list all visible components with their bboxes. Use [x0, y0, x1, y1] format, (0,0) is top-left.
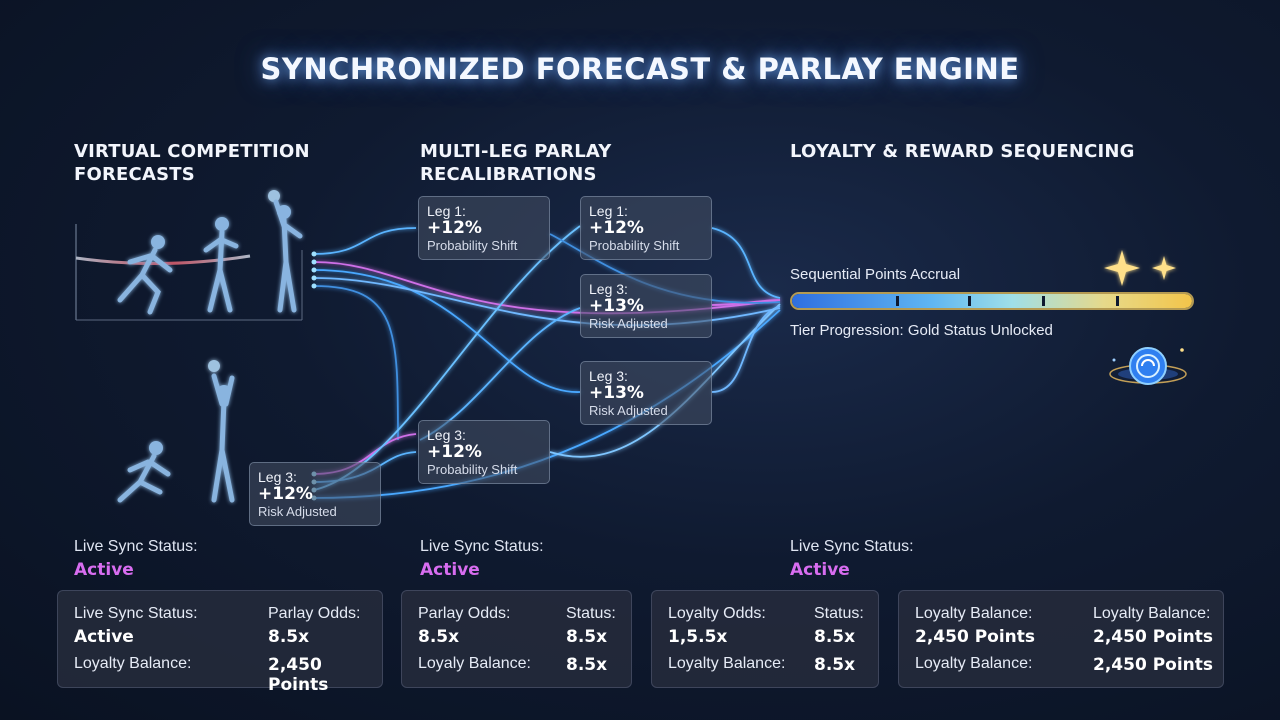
tier-progress-fill — [792, 294, 1192, 308]
leg-value: +12% — [427, 218, 482, 238]
leg-card[interactable]: Leg 3: +13% Risk Adjusted — [580, 361, 712, 425]
panel-value: 2,450 Points — [1093, 655, 1214, 675]
panel-key: Status: — [814, 605, 864, 622]
panel-value: 2,450 Points — [915, 627, 1036, 647]
section-title-line: RECALIBRATIONS — [420, 164, 597, 185]
leg-label: Leg 1: — [589, 203, 628, 219]
live-sync-status: Live Sync Status: Active — [74, 538, 198, 580]
leg-label: Leg 3: — [589, 281, 628, 297]
leg-card[interactable]: Leg 1: +12% Probability Shift — [418, 196, 550, 260]
leg-card[interactable]: Leg 3: +13% Risk Adjusted — [580, 274, 712, 338]
progress-segment-divider — [1116, 296, 1119, 306]
summary-panel: Loyalty Balance: 2,450 Points Loyalty Ba… — [898, 590, 1224, 688]
section-title-line: MULTI-LEG PARLAY — [420, 141, 612, 162]
leg-subtitle: Risk Adjusted — [258, 504, 337, 519]
panel-key: Live Sync Status: — [74, 605, 198, 622]
leg-value: +13% — [589, 383, 644, 403]
live-sync-value: Active — [790, 560, 850, 580]
panel-key: Loyaly Balance: — [418, 655, 531, 672]
section-title-loyalty: LOYALTY & REWARD SEQUENCING — [790, 140, 1135, 163]
panel-value: 2,450 Points — [1093, 627, 1214, 647]
progress-segment-divider — [968, 296, 971, 306]
leg-card[interactable]: Leg 1: +12% Probability Shift — [580, 196, 712, 260]
leg-subtitle: Probability Shift — [427, 238, 518, 253]
section-title-line: VIRTUAL COMPETITION — [74, 141, 310, 162]
leg-value: +12% — [258, 484, 313, 504]
panel-key: Parlay Odds: — [418, 605, 511, 622]
section-title-line: FORECASTS — [74, 164, 195, 185]
panel-key: Loyalty Odds: — [668, 605, 766, 622]
panel-key: Status: — [566, 605, 616, 622]
live-sync-value: Active — [420, 560, 480, 580]
runner-figure — [75, 190, 303, 321]
panel-value: 8.5x — [268, 627, 310, 647]
section-title-line: LOYALTY & REWARD SEQUENCING — [790, 141, 1135, 162]
panel-value: 8.5x — [418, 627, 460, 647]
leg-label: Leg 1: — [427, 203, 466, 219]
progress-segment-divider — [1042, 296, 1045, 306]
progress-segment-divider — [896, 296, 899, 306]
leg-label: Leg 3: — [427, 427, 466, 443]
leg-subtitle: Probability Shift — [427, 462, 518, 477]
panel-key: Parlay Odds: — [268, 605, 361, 622]
panel-value: 8.5x — [814, 655, 856, 675]
panel-value: 2,450 Points — [268, 655, 329, 695]
page-title: SYNCHRONIZED FORECAST & PARLAY ENGINE — [260, 52, 1020, 86]
tier-label: Tier Progression: Gold Status Unlocked — [790, 322, 1053, 339]
leg-label: Leg 3: — [258, 469, 297, 485]
section-title-parlay: MULTI-LEG PARLAY RECALIBRATIONS — [420, 140, 612, 186]
live-sync-label: Live Sync Status: — [74, 538, 198, 555]
panel-key: Loyalty Balance: — [74, 655, 192, 672]
leg-subtitle: Risk Adjusted — [589, 316, 668, 331]
panel-value: Active — [74, 627, 134, 647]
panel-key: Loyalty Balance: — [1093, 605, 1211, 622]
leg-label: Leg 3: — [589, 368, 628, 384]
tier-progress-bar — [790, 292, 1194, 310]
basketball-player-figure — [117, 360, 235, 503]
reward-coin-icon — [1109, 347, 1187, 385]
live-sync-label: Live Sync Status: — [420, 538, 544, 555]
panel-value: 8.5x — [566, 627, 608, 647]
panel-key: Loyalty Balance: — [668, 655, 786, 672]
panel-key: Loyalty Balance: — [915, 655, 1033, 672]
accrual-label: Sequential Points Accrual — [790, 266, 961, 283]
leg-value: +12% — [589, 218, 644, 238]
leg-value: +13% — [589, 296, 644, 316]
live-sync-status: Live Sync Status: Active — [790, 538, 914, 580]
panel-value: 8.5x — [566, 655, 608, 675]
live-sync-status: Live Sync Status: Active — [420, 538, 544, 580]
leg-value: +12% — [427, 442, 482, 462]
leg-subtitle: Risk Adjusted — [589, 403, 668, 418]
live-sync-value: Active — [74, 560, 134, 580]
leg-card[interactable]: Leg 3: +12% Probability Shift — [418, 420, 550, 484]
leg-subtitle: Probability Shift — [589, 238, 680, 253]
live-sync-label: Live Sync Status: — [790, 538, 914, 555]
summary-panel: Loyalty Odds: 1,5.5x Status: 8.5x Loyalt… — [651, 590, 879, 688]
panel-value: 8.5x — [814, 627, 856, 647]
sparkle-icon — [1104, 250, 1176, 286]
panel-value: 1,5.5x — [668, 627, 728, 647]
panel-key: Loyalty Balance: — [915, 605, 1033, 622]
summary-panel: Live Sync Status: Active Parlay Odds: 8.… — [57, 590, 383, 695]
section-title-virtual: VIRTUAL COMPETITION FORECASTS — [74, 140, 310, 186]
summary-panel: Parlay Odds: 8.5x Status: 8.5x Loyaly Ba… — [401, 590, 632, 688]
leg-card[interactable]: Leg 3: +12% Risk Adjusted — [249, 462, 381, 526]
